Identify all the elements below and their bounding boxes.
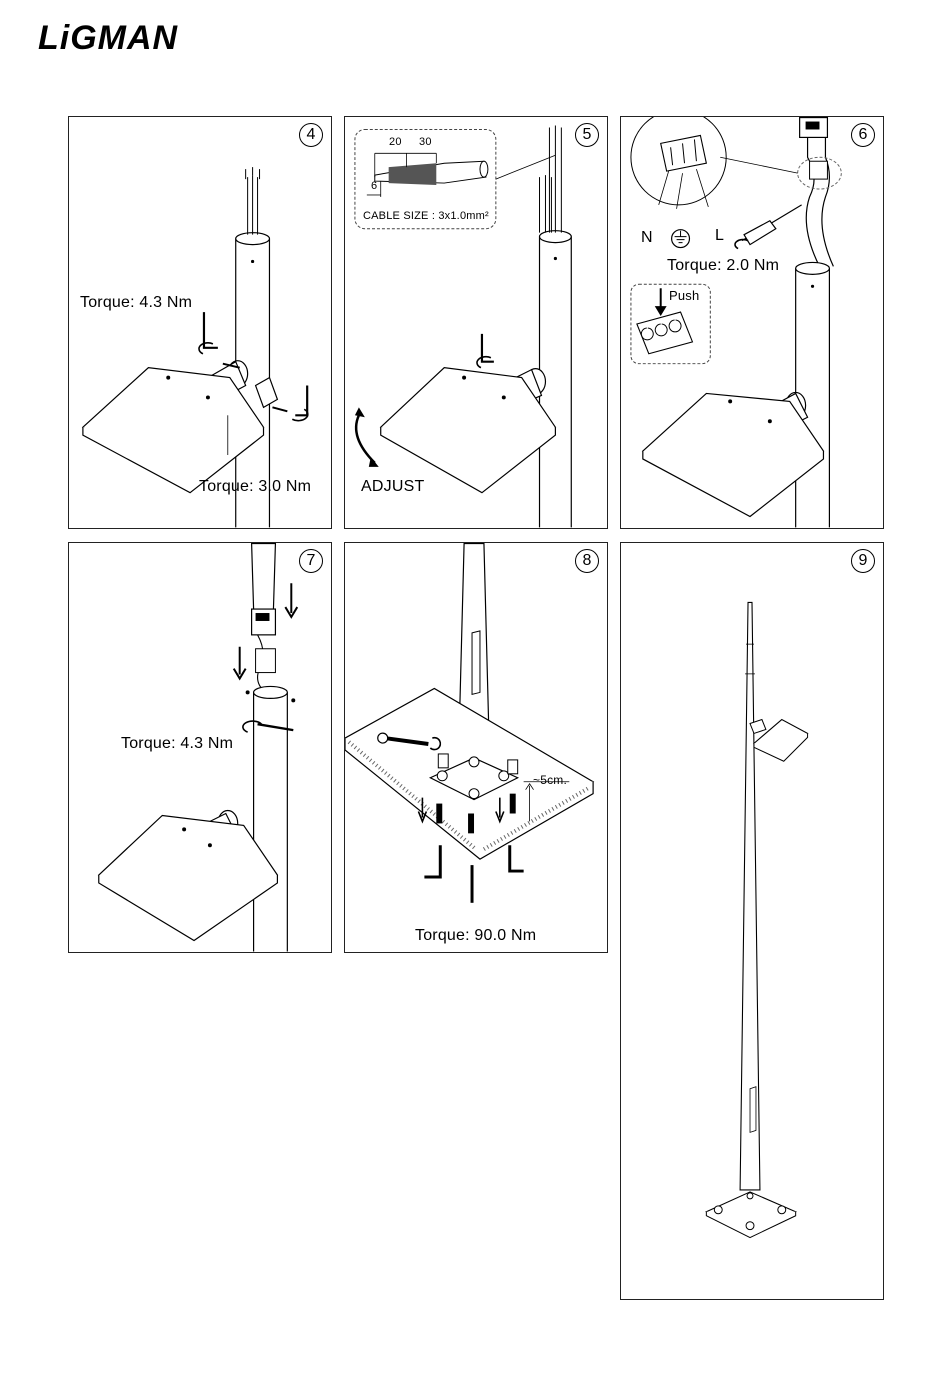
step-6-panel: 6 N L Torque: 2.0 Nm Push [620,116,884,529]
dimension-6: 6 [371,180,377,192]
step-number-6: 6 [851,123,875,147]
cable-size-label: CABLE SIZE : 3x1.0mm² [363,210,489,222]
push-label: Push [669,288,699,303]
step-5-panel: 5 20 30 6 CABLE SIZE : 3x1.0mm² ADJUST [344,116,608,529]
step-7-panel: 7 Torque: 4.3 Nm [68,542,332,953]
step-number-8: 8 [575,549,599,573]
ligman-logo: LiGMAN [38,18,228,54]
torque-label-top: Torque: 4.3 Nm [80,294,192,312]
step-number-4: 4 [299,123,323,147]
svg-text:LiGMAN: LiGMAN [38,19,179,54]
step-8-illustration [345,543,607,952]
step-9-panel: 9 [620,542,884,1300]
step-4-illustration [69,117,331,528]
step-number-7: 7 [299,549,323,573]
step-8-panel: 8 ~5cm. Torque: 90.0 Nm [344,542,608,953]
adjust-label: ADJUST [361,478,424,496]
step-4-panel: 4 Torque: 4.3 Nm Torque: 3.0 Nm [68,116,332,529]
step-6-illustration [621,117,883,528]
gap-label: ~5cm. [533,773,567,787]
step-number-9: 9 [851,549,875,573]
step-5-illustration [345,117,607,528]
dimension-20: 20 [389,136,402,148]
torque-label: Torque: 90.0 Nm [415,927,536,945]
neutral-label: N [641,229,653,247]
dimension-30: 30 [419,136,432,148]
torque-label: Torque: 2.0 Nm [667,257,779,275]
live-label: L [715,227,724,245]
torque-label-bottom: Torque: 3.0 Nm [199,478,311,496]
step-9-illustration [621,543,883,1299]
torque-label: Torque: 4.3 Nm [121,735,233,753]
step-number-5: 5 [575,123,599,147]
